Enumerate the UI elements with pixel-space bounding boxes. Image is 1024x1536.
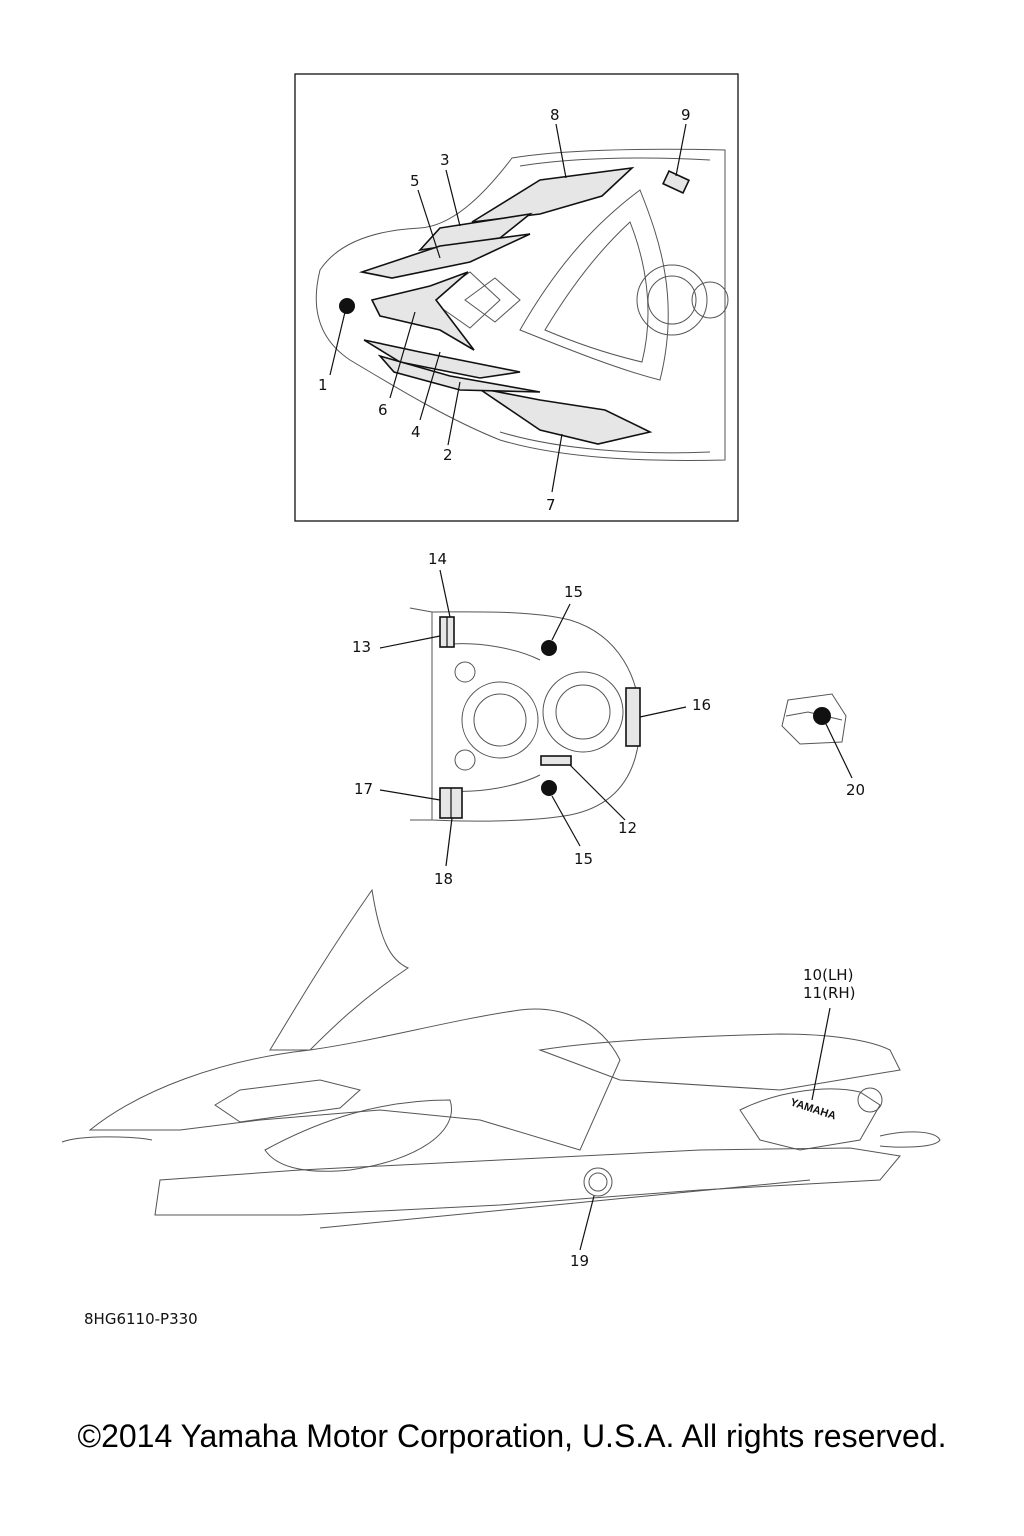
copyright-notice: ©2014 Yamaha Motor Corporation, U.S.A. A… [77,1418,947,1454]
callout-15-bottom: 15 [574,850,593,868]
callout-6: 6 [378,401,388,419]
callout-11: 11(RH) [803,984,856,1002]
decal-8 [471,166,635,223]
callout-16: 16 [692,696,711,714]
callout-1: 1 [318,376,328,394]
yamaha-side-decal: YAMAHA [789,1096,838,1122]
emblem-15-top [541,640,557,656]
callout-8: 8 [550,106,560,124]
callout-17: 17 [354,780,373,798]
callout-2: 2 [443,446,453,464]
callout-7: 7 [546,496,556,514]
decal-6 [370,271,475,351]
decal-7 [477,387,653,445]
callout-4: 4 [411,423,421,441]
callout-15-top: 15 [564,583,583,601]
snowmobile-side-view: YAMAHA [61,888,941,1251]
callout-19: 19 [570,1252,589,1270]
hood-top-view-panel [294,73,739,522]
callout-5: 5 [410,172,420,190]
emblem-15-bottom [541,780,557,796]
decal-12 [540,755,572,766]
rear-top-view [379,569,687,867]
decal-5 [358,233,531,279]
callout-20: 20 [846,781,865,799]
callout-3: 3 [440,151,450,169]
callout-9: 9 [681,106,691,124]
decal-9 [662,169,690,195]
reference-code: 8HG6110-P330 [84,1310,198,1328]
emblem-20-part [781,693,853,779]
emblem-1 [339,298,355,314]
callout-18: 18 [434,870,453,888]
callout-14: 14 [428,550,447,568]
decal-4 [363,339,521,379]
decal-16 [625,687,641,747]
callout-13: 13 [352,638,371,656]
callout-12: 12 [618,819,637,837]
callout-10: 10(LH) [803,966,853,984]
